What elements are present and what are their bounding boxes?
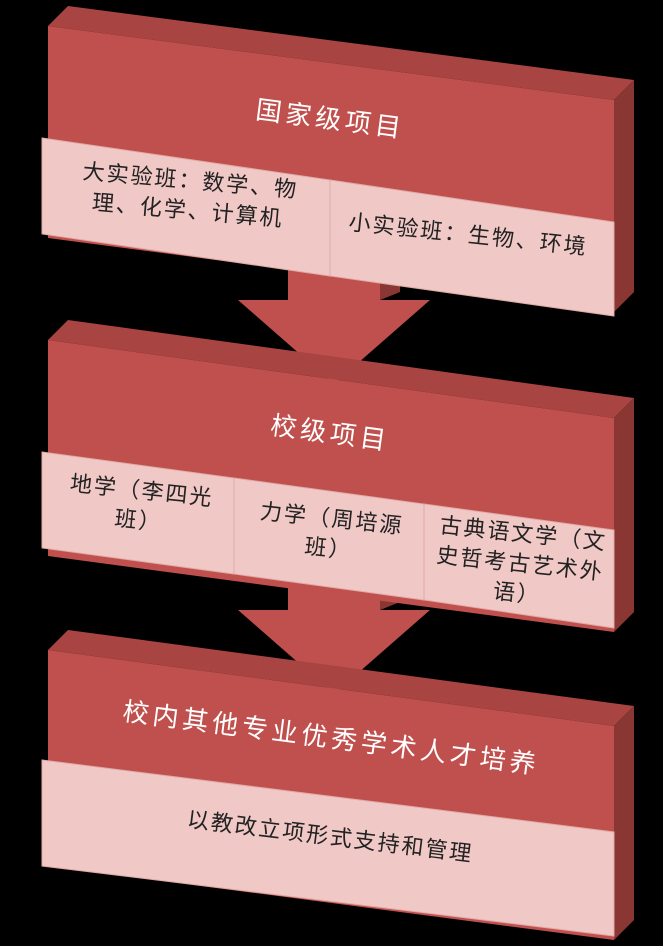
tier-2-cell-1-text: 地学（李四光班） [68, 471, 215, 537]
tier-3-side [614, 706, 634, 940]
tier-3-top [48, 630, 634, 726]
tier-2-side [614, 398, 634, 632]
tier-1-top [48, 6, 634, 100]
tier-2-cell-2-text: 力学（周培源班） [258, 499, 405, 565]
tier-3-block [41, 630, 634, 940]
tier-1-side [614, 80, 634, 312]
tier-2-cell-3-text: 古典语文学（文史哲考古艺术外语） [435, 513, 608, 610]
tier-2-block [41, 320, 634, 632]
tier-1-cell-1-text: 大实验班：数学、物理、化学、计算机 [81, 160, 300, 233]
tier-1-cell-2 [329, 179, 615, 317]
down-arrow-1 [238, 268, 430, 384]
tier-3-cell-1 [41, 759, 615, 937]
tier-2-top [48, 320, 634, 418]
tier-2-cell-3 [423, 503, 615, 629]
tier-1-block [41, 6, 634, 317]
down-arrow-2 [238, 578, 430, 694]
